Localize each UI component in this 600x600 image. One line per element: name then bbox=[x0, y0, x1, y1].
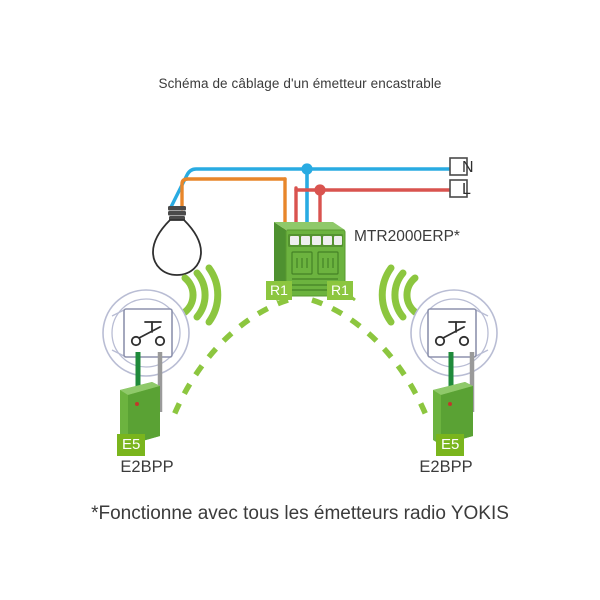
radio-link-right bbox=[311, 297, 431, 422]
lamp-switched-wire bbox=[180, 177, 287, 211]
module-name-label: MTR2000ERP* bbox=[354, 228, 460, 245]
terminal-n-box bbox=[449, 157, 468, 176]
neutral-junction-dot bbox=[301, 163, 313, 175]
neutral-wire bbox=[169, 167, 454, 209]
channel-badge-e5-right: E5 bbox=[436, 434, 465, 456]
channel-badge-e5-left: E5 bbox=[117, 434, 146, 456]
light-bulb-icon bbox=[152, 206, 202, 276]
transmitter-left bbox=[102, 289, 190, 445]
wiring-group bbox=[169, 163, 454, 230]
output-badge-r1-left: R1 bbox=[266, 281, 292, 300]
wall-switch-icon-right bbox=[410, 289, 498, 377]
terminal-l-box bbox=[449, 179, 468, 198]
radio-waves-icon-left bbox=[181, 264, 222, 326]
page-title: Schéma de câblage d'un émetteur encastra… bbox=[158, 76, 442, 91]
radio-waves-icon-right bbox=[378, 264, 419, 326]
terminal-label-n: N bbox=[462, 159, 474, 176]
line-junction-dot bbox=[314, 184, 326, 196]
transmitter-label-left: E2BPP bbox=[120, 458, 174, 476]
mtr2000erp-module bbox=[274, 222, 346, 297]
terminal-label-l: L bbox=[462, 181, 471, 198]
transmitter-label-right: E2BPP bbox=[419, 458, 473, 476]
mains-terminal-block bbox=[449, 157, 468, 198]
output-badge-r1-right: R1 bbox=[327, 281, 353, 300]
transmitter-right bbox=[410, 289, 498, 445]
radio-link-left bbox=[169, 297, 289, 422]
footnote-text: *Fonctionne avec tous les émetteurs radi… bbox=[91, 503, 509, 524]
wall-switch-icon-left bbox=[102, 289, 190, 377]
radio-link-group bbox=[169, 297, 431, 422]
